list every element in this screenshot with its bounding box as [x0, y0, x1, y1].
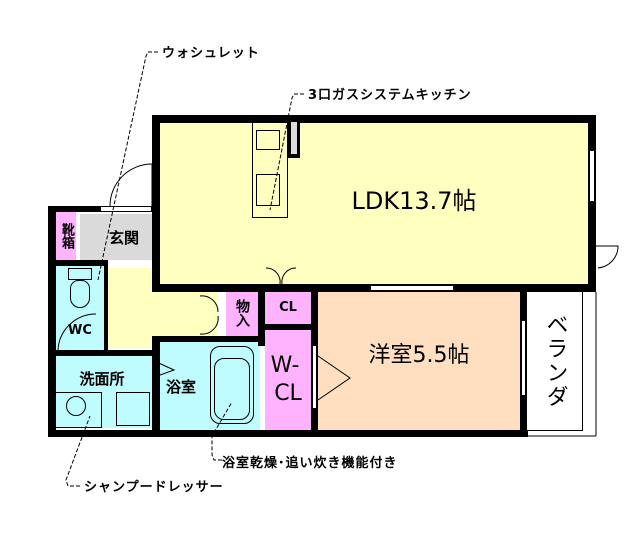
- storage-label: 物入: [234, 299, 250, 327]
- room-closet: CL: [265, 290, 311, 324]
- fridge-panel: [291, 122, 297, 154]
- room-walk-in-closet: W- CL: [265, 330, 311, 430]
- toilet-tank-icon: [68, 268, 92, 280]
- wall-bath-top: [152, 336, 264, 342]
- wall-bath-left: [152, 336, 160, 436]
- wall-cl-wcl: [258, 324, 313, 330]
- room-veranda: ベランダ: [527, 291, 583, 431]
- veranda-label: ベランダ: [542, 313, 568, 409]
- room-shoe-box: 靴箱: [56, 212, 76, 260]
- wall-ldk-left: [152, 115, 160, 291]
- stove-icon: [256, 130, 280, 150]
- window-right-upper: [589, 150, 595, 202]
- ldk-label: LDK13.7帖: [351, 186, 477, 215]
- callout-bath-feature: 浴室乾燥･追い炊き機能付き: [222, 456, 398, 471]
- callout-shampoo-dresser: シャンプードレッサー: [84, 480, 224, 495]
- bathtub-inner: [214, 358, 250, 420]
- western-room-label: 洋室5.5帖: [368, 343, 470, 368]
- callout-kitchen: 3口ガスシステムキッチン: [308, 88, 472, 103]
- wall-wash-top: [48, 350, 160, 356]
- wall-top: [152, 115, 596, 123]
- closet-label: CL: [279, 299, 297, 315]
- toilet-bowl-icon: [70, 280, 90, 308]
- washbasin-icon: [66, 396, 86, 416]
- wall-bottom: [48, 430, 528, 437]
- room-hall: [108, 268, 218, 348]
- wall-left-outer: [48, 206, 56, 436]
- callout-washlet: ウォシュレット: [162, 46, 260, 61]
- wall-wc-top: [48, 260, 108, 266]
- wcl-label-line1: W-: [270, 353, 300, 378]
- window-western-veranda: [521, 320, 526, 396]
- bathroom-label: 浴室: [166, 377, 197, 396]
- shoe-box-label: 靴箱: [59, 223, 74, 249]
- room-entrance: 玄関: [80, 214, 154, 260]
- room-western: 洋室5.5帖: [318, 292, 520, 430]
- wall-right: [588, 115, 596, 292]
- washroom-label: 洗面所: [79, 370, 125, 388]
- room-storage: 物入: [226, 290, 258, 336]
- window-entry: [100, 206, 152, 212]
- wall-wc-right: [104, 260, 108, 356]
- window-ldk-western: [370, 285, 454, 291]
- sink-icon: [256, 174, 280, 206]
- entrance-label: 玄関: [108, 228, 139, 247]
- washing-machine-space: [116, 392, 150, 426]
- room-ldk: LDK13.7帖: [160, 122, 588, 284]
- wall-closet-divider: [258, 286, 265, 346]
- window-wcl-door: [312, 345, 317, 409]
- wc-label: WC: [68, 322, 92, 338]
- wcl-label-line2: CL: [274, 381, 302, 406]
